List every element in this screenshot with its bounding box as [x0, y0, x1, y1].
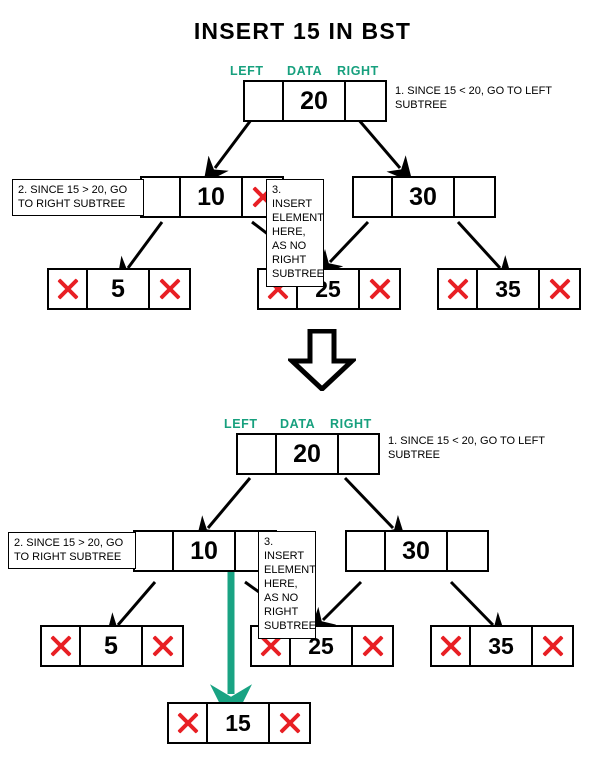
node-35-top: 35 [437, 268, 581, 310]
node-10-value-top: 10 [181, 178, 243, 216]
null-x-icon [55, 276, 81, 302]
null-x-icon [367, 276, 393, 302]
page-title: INSERT 15 IN BST [193, 18, 412, 44]
node-20-value-bottom: 20 [277, 435, 339, 473]
node-20-bottom: 20 [236, 433, 380, 475]
edge-30-to-35-b [449, 580, 507, 639]
edge-30-to-25-b [309, 580, 363, 634]
node-5-top: 5 [47, 268, 191, 310]
node-35-left-null-bottom [432, 627, 471, 665]
annotation-step3-top: 3. INSERT ELEMENT HERE, AS NO RIGHT SUBT… [266, 179, 324, 287]
annotation-step1-bottom: 1. SINCE 15 < 20, GO TO LEFT SUBTREE [388, 435, 545, 462]
node-30-right-bottom [448, 532, 487, 570]
null-x-icon [438, 633, 464, 659]
node-10-left-bottom [135, 532, 174, 570]
node-15-right-null [270, 704, 309, 742]
edge-20-to-10-b [195, 477, 252, 543]
node-25-value-top: 25 [298, 270, 360, 308]
header-right-top: RIGHT [337, 64, 379, 78]
annotation-step3-bottom: 3. INSERT ELEMENT HERE, AS NO RIGHT SUBT… [258, 531, 316, 639]
node-30-left-top [354, 178, 393, 216]
node-5-left-null-bottom [42, 627, 81, 665]
transition-arrow-down [288, 329, 356, 391]
node-30-right-top [455, 178, 494, 216]
node-25-top: 25 [257, 268, 401, 310]
node-20-left-bottom [238, 435, 277, 473]
null-x-icon [540, 633, 566, 659]
node-5-bottom: 5 [40, 625, 184, 667]
null-x-icon [150, 633, 176, 659]
node-25-right-null-bottom [353, 627, 392, 665]
node-20-right-bottom [339, 435, 378, 473]
node-15-value: 15 [208, 704, 270, 742]
annotation-step2-top: 2. SINCE 15 > 20, GO TO RIGHT SUBTREE [12, 179, 144, 217]
header-data-top: DATA [287, 64, 323, 78]
node-35-right-null-top [540, 270, 579, 308]
node-35-left-null-top [439, 270, 478, 308]
edge-10-to-5 [116, 221, 164, 284]
node-20-left-top [245, 82, 284, 120]
node-35-value-bottom: 35 [471, 627, 533, 665]
edge-20-to-30-b [343, 476, 407, 543]
node-30-value-bottom: 30 [386, 532, 448, 570]
node-10-left-top [142, 178, 181, 216]
node-20-right-top [346, 82, 385, 120]
node-30-value-top: 30 [393, 178, 455, 216]
header-data-bottom: DATA [280, 417, 316, 431]
node-25-right-null-top [360, 270, 399, 308]
null-x-icon [445, 276, 471, 302]
null-x-icon [547, 276, 573, 302]
edge-10-to-5-b [105, 581, 157, 640]
null-x-icon [360, 633, 386, 659]
node-5-left-null-top [49, 270, 88, 308]
edge-30-to-25 [316, 220, 370, 277]
node-35-bottom: 35 [430, 625, 574, 667]
node-10-value-bottom: 10 [174, 532, 236, 570]
header-left-bottom: LEFT [224, 417, 258, 431]
annotation-step2-bottom: 2. SINCE 15 > 20, GO TO RIGHT SUBTREE [8, 532, 136, 570]
node-5-value-top: 5 [88, 270, 150, 308]
node-5-right-null-bottom [143, 627, 182, 665]
node-15-inserted: 15 [167, 702, 311, 744]
node-30-bottom: 30 [345, 530, 489, 572]
node-30-top: 30 [352, 176, 496, 218]
null-x-icon [175, 710, 201, 736]
null-x-icon [157, 276, 183, 302]
null-x-icon [277, 710, 303, 736]
node-10-bottom: 10 [133, 530, 277, 572]
node-35-right-null-bottom [533, 627, 572, 665]
node-5-value-bottom: 5 [81, 627, 143, 665]
edge-30-to-35 [456, 220, 514, 283]
node-25-bottom: 25 [250, 625, 394, 667]
node-30-left-bottom [347, 532, 386, 570]
node-5-right-null-top [150, 270, 189, 308]
null-x-icon [48, 633, 74, 659]
node-35-value-top: 35 [478, 270, 540, 308]
node-15-left-null [169, 704, 208, 742]
header-right-bottom: RIGHT [330, 417, 372, 431]
node-20-value-top: 20 [284, 82, 346, 120]
header-left-top: LEFT [230, 64, 264, 78]
node-10-top: 10 [140, 176, 284, 218]
annotation-step1-top: 1. SINCE 15 < 20, GO TO LEFT SUBTREE [395, 85, 552, 112]
node-20-top: 20 [243, 80, 387, 122]
